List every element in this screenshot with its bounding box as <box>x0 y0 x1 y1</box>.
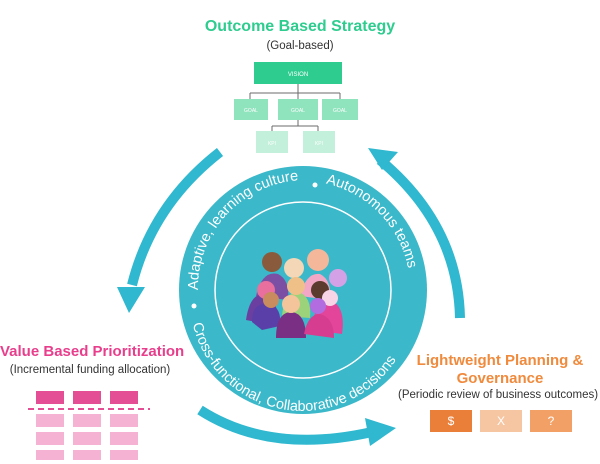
planning-title-line1: Lightweight Planning & <box>416 352 584 369</box>
arrowhead-top-right <box>368 148 398 170</box>
grid-top-1 <box>36 391 64 404</box>
arrow-top-left <box>127 148 224 287</box>
goal-label-2: GOAL <box>291 108 305 114</box>
value-title: Value Based Prioritization <box>0 343 185 360</box>
grid-cell <box>73 450 101 460</box>
kpi-label-2: KPI <box>315 141 323 147</box>
governance-box-x: X <box>480 410 522 432</box>
grid-top-2 <box>73 391 101 404</box>
ring-dot-left <box>191 303 197 309</box>
grid-cell <box>36 432 64 445</box>
planning-subtitle: (Periodic review of business outcomes) <box>398 389 599 401</box>
vision-label: VISION <box>288 72 308 78</box>
goal-node-3 <box>322 99 358 120</box>
arrow-bottom <box>197 405 374 445</box>
arrow-heads <box>117 148 398 446</box>
kpi-label-1: KPI <box>268 141 276 147</box>
value-subtitle: (Incremental funding allocation) <box>9 364 171 376</box>
ring-dot-top <box>312 182 318 188</box>
planning-title-line2: Governance <box>456 370 544 387</box>
outcome-title: Outcome Based Strategy <box>204 18 396 35</box>
grid-cell <box>110 432 138 445</box>
governance-box-question: ? <box>530 410 572 432</box>
prioritization-grid <box>28 391 150 460</box>
grid-cell <box>110 450 138 460</box>
cycle-arrows <box>127 148 465 445</box>
governance-box-dollar: $ <box>430 410 472 432</box>
center-inner-ring <box>214 201 392 379</box>
arrowhead-left <box>117 287 145 313</box>
goal-label-1: GOAL <box>244 108 258 114</box>
goal-label-3: GOAL <box>333 108 347 114</box>
kpi-node-1 <box>256 131 288 153</box>
grid-cell <box>73 432 101 445</box>
goal-node-2 <box>278 99 318 120</box>
arrow-right <box>376 156 465 319</box>
tree-connectors <box>249 84 341 131</box>
grid-top-3 <box>110 391 138 404</box>
goal-node-1 <box>234 99 268 120</box>
kpi-node-2 <box>303 131 335 153</box>
arrowhead-bottom <box>365 418 396 446</box>
grid-cell <box>110 414 138 427</box>
vision-node <box>254 62 342 84</box>
people-group-icon <box>246 249 347 338</box>
grid-cell <box>73 414 101 427</box>
outcome-subtitle: (Goal-based) <box>266 40 334 52</box>
grid-cell <box>36 414 64 427</box>
grid-cell <box>36 450 64 460</box>
